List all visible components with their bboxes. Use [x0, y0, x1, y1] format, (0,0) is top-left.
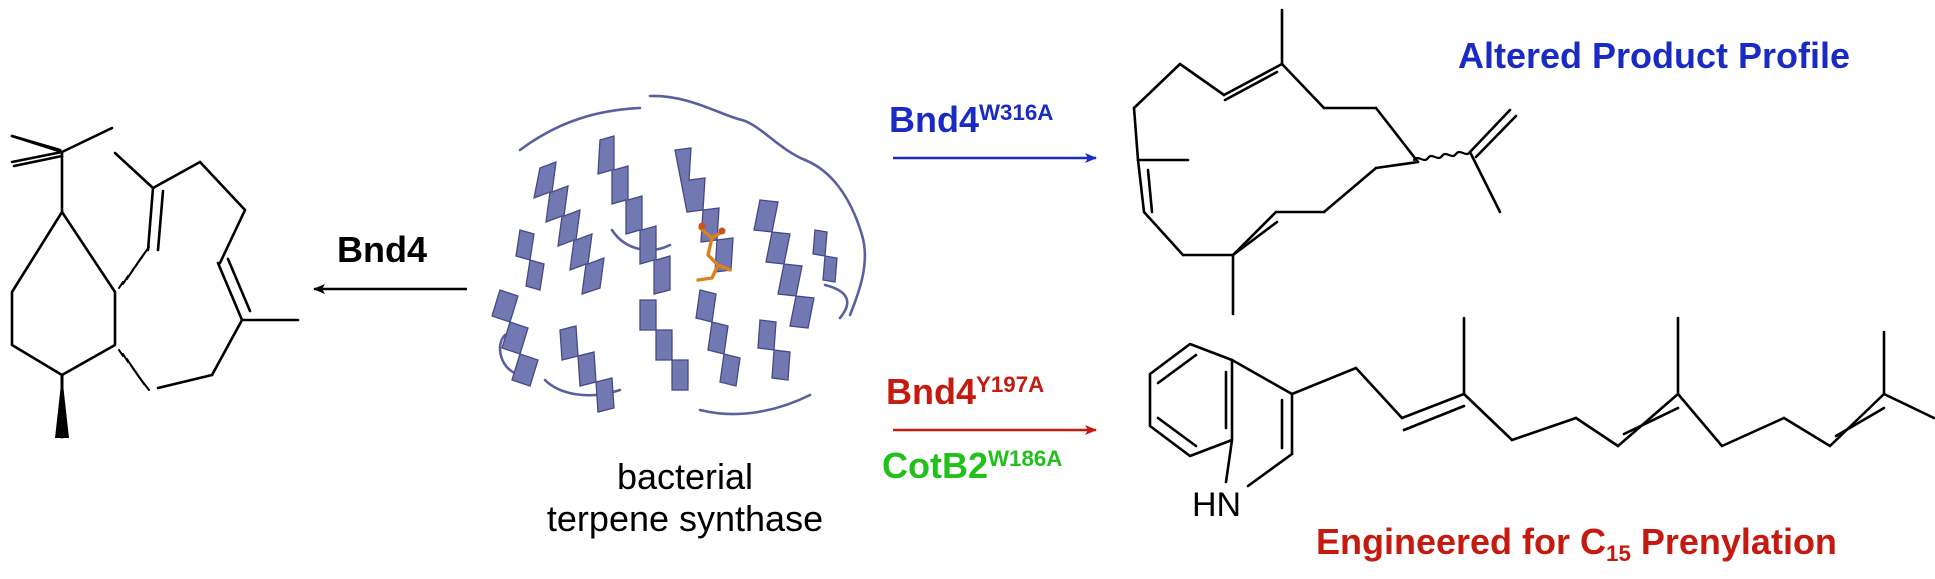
enzyme-label: Bnd4: [337, 229, 427, 270]
enzyme-caption-line1: bacterial: [616, 456, 754, 497]
altered-profile-label: Altered Product Profile: [1458, 35, 1851, 76]
variant-green-label: CotB2W186A: [882, 445, 1063, 486]
protein-ribbon-icon: [491, 94, 867, 416]
enzyme-caption-line2: terpene synthase: [546, 497, 824, 539]
variant-blue-label: Bnd4W316A: [889, 99, 1054, 140]
variant-red-label: Bnd4Y197A: [886, 371, 1045, 412]
left-product-structure: [10, 126, 300, 439]
enzyme-caption: bacterial terpene synthase: [520, 456, 850, 540]
macrocycle-product-structure: [1132, 8, 1518, 316]
prenylated-indole-structure: [1148, 316, 1935, 488]
engineered-label: Engineered for C15 Prenylation: [1316, 521, 1837, 566]
indole-nh-label: HN: [1192, 486, 1242, 524]
